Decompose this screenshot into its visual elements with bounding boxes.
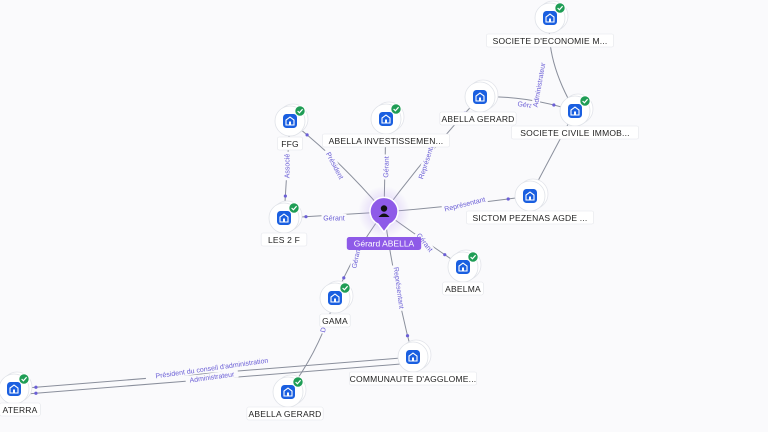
node-label: LES 2 F	[268, 235, 300, 245]
edge-n10-n11	[13, 362, 414, 396]
node-label-bg	[442, 281, 484, 296]
edge-label-bg	[321, 214, 347, 222]
edge-label: Associé	[285, 154, 292, 179]
edge-arrow	[283, 194, 287, 198]
edge-arrow	[34, 391, 38, 395]
verified-check-icon	[292, 376, 304, 388]
building-icon	[473, 90, 487, 104]
building-icon	[328, 291, 342, 305]
edge-label: Gérant	[517, 101, 539, 111]
building-icon	[283, 114, 297, 128]
edge-label-bg	[318, 325, 328, 335]
node-n7[interactable]: LES 2 F	[260, 200, 308, 247]
node-label: GAMA	[322, 316, 348, 326]
node-label: ABELMA	[445, 284, 481, 294]
edge-label-bg	[283, 151, 291, 181]
edge-arrow	[443, 253, 447, 257]
building-icon	[379, 112, 393, 126]
node-n9[interactable]: GAMA	[319, 280, 354, 328]
node-label: ABELLA GERARD	[442, 114, 515, 124]
node-n10[interactable]: COMMUNAUTE D'AGGLOME...	[349, 339, 477, 386]
center-node[interactable]: Gérard ABELLA	[346, 186, 422, 250]
edge-label-bg	[530, 58, 548, 112]
verified-check-icon	[294, 105, 306, 117]
edge-label-bg	[391, 264, 407, 312]
edge-label: Gérant	[323, 216, 344, 223]
edge-arrow	[304, 215, 308, 219]
edge-label: Gérant	[351, 247, 362, 269]
edge-arrow	[342, 276, 346, 280]
verified-check-icon	[390, 103, 402, 115]
node-label: ABELLA INVESTISSEMEN...	[329, 136, 444, 146]
node-label-bg	[277, 136, 303, 151]
node-label: SICTOM PEZENAS AGDE ...	[473, 213, 588, 223]
edge-arrow	[34, 385, 38, 389]
node-n4[interactable]: FFG	[274, 103, 309, 151]
node-label-bg	[511, 125, 639, 140]
node-n5[interactable]: ABELLA INVESTISSEMEN...	[322, 101, 450, 148]
person-icon	[378, 205, 390, 217]
edge-label-bg	[381, 154, 391, 180]
building-icon	[406, 350, 420, 364]
node-n2[interactable]: ABELLA GERARD	[439, 79, 517, 126]
node-label: ABELLA GERARD	[249, 409, 322, 419]
edge-label-bg	[349, 244, 363, 271]
nodes-layer: SOCIETE D'ECONOMIE M... ABELLA GERARD SOCI…	[0, 0, 639, 421]
edge-arrow	[506, 197, 510, 201]
building-icon	[568, 104, 582, 118]
edge-label-bg	[413, 230, 436, 255]
building-icon	[7, 382, 21, 396]
center-label: Gérard ABELLA	[354, 239, 415, 249]
verified-check-icon	[288, 202, 300, 214]
building-icon	[456, 260, 470, 274]
node-n12[interactable]: ABELLA GERARD	[246, 374, 324, 421]
node-label-bg	[246, 406, 324, 421]
edge-label: Représentant	[392, 267, 405, 310]
edge-label-bg	[185, 369, 239, 385]
node-label-bg	[260, 232, 308, 247]
node-label-bg	[319, 313, 351, 328]
node-n8[interactable]: ABELMA	[442, 249, 484, 296]
edge-label-bg	[145, 354, 279, 382]
node-label-bg	[486, 33, 614, 48]
node-label-bg	[439, 111, 517, 126]
node-label-bg	[0, 402, 41, 417]
node-label-bg	[322, 133, 450, 148]
edge-label: D	[320, 327, 328, 334]
verified-check-icon	[339, 282, 351, 294]
node-label-bg	[466, 210, 594, 225]
edge-arrow	[405, 334, 410, 338]
node-n1[interactable]: SOCIETE D'ECONOMIE M...	[486, 0, 614, 48]
edge-label-bg	[441, 194, 489, 214]
building-icon	[277, 211, 291, 225]
node-label-bg	[349, 371, 477, 386]
node-label: SOCIETE CIVILE IMMOB...	[520, 128, 629, 138]
center-label-tag	[346, 237, 422, 250]
building-icon	[523, 189, 537, 203]
edge-arrow	[305, 133, 309, 137]
building-icon	[281, 385, 295, 399]
edge-label: Gérant	[383, 156, 391, 178]
edge-arrow	[552, 103, 556, 107]
node-n11[interactable]: ATERRA	[0, 371, 41, 417]
building-icon	[543, 11, 557, 25]
edge-label: Administrateur	[533, 62, 548, 108]
verified-check-icon	[554, 2, 566, 14]
edge-label-bg	[323, 147, 347, 184]
node-label: ATERRA	[2, 405, 37, 415]
node-label: FFG	[281, 139, 299, 149]
verified-check-icon	[467, 251, 479, 263]
node-n3[interactable]: SOCIETE CIVILE IMMOB...	[511, 93, 639, 140]
node-label: COMMUNAUTE D'AGGLOME...	[350, 374, 477, 384]
node-label: SOCIETE D'ECONOMIE M...	[493, 36, 608, 46]
verified-check-icon	[579, 95, 591, 107]
verified-check-icon	[18, 373, 30, 385]
node-n6[interactable]: SICTOM PEZENAS AGDE ...	[466, 178, 594, 225]
